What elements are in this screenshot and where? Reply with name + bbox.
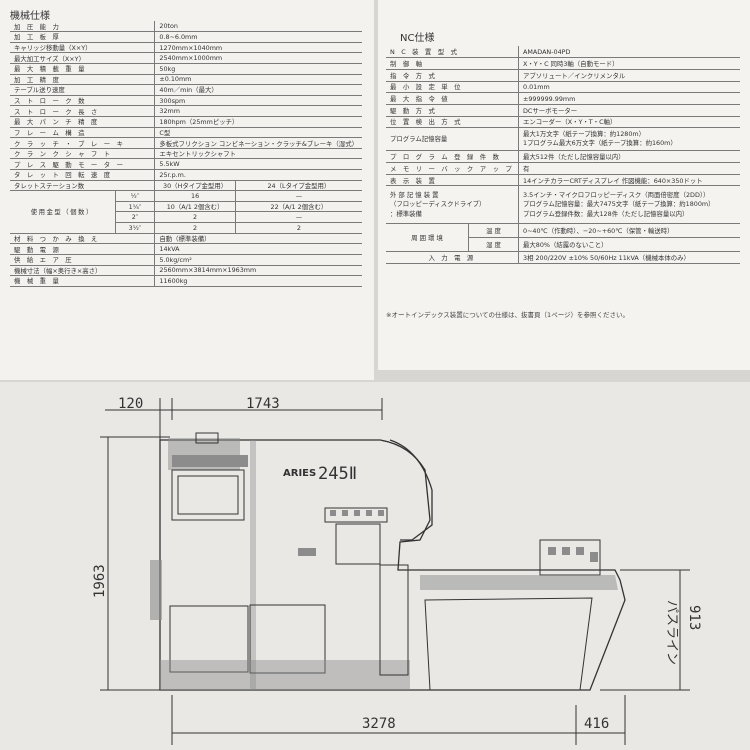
external-memory-row: 外 部 記 憶 装 置 （フロッピーディスクドライブ） ：標準装備 3.5インチ… bbox=[386, 185, 740, 225]
machine-body bbox=[150, 432, 626, 691]
dim-top-width: 1743 bbox=[246, 396, 280, 412]
brand-label: ARIES bbox=[283, 468, 316, 479]
tooling-label: 使用金型（個数） bbox=[10, 190, 116, 234]
dim-height: 1963 bbox=[92, 564, 108, 598]
top-dimension bbox=[105, 398, 383, 440]
model-label: 245Ⅱ bbox=[318, 464, 357, 484]
table-row: プ ロ グ ラ ム 登 録 件 数最大512件（ただし記憶容量以内） bbox=[386, 150, 740, 163]
machine-side-view: 120 1743 1963 bbox=[92, 396, 702, 745]
dim-bottom-right: 416 bbox=[584, 716, 609, 732]
pass-line-label: パスライン bbox=[664, 600, 679, 665]
table-row: ク ラ ッ チ ・ ブ レ ー キ多板式フリクション コンビネーション・クラッチ… bbox=[10, 137, 362, 149]
height-dimension bbox=[100, 436, 170, 691]
tooling-row: 1¼″ 10（A/1 2個含む） 22（A/1 2個含む） bbox=[10, 201, 362, 213]
tooling-row: 2″ 2 — bbox=[10, 211, 362, 224]
environment-row: 湿 度 最大80%（結露のないこと） bbox=[386, 237, 740, 253]
table-row: 最 大 指 令 値±999999.99mm bbox=[386, 92, 740, 105]
table-row: メ モ リ ー バ ッ ク ア ッ プ有 bbox=[386, 162, 740, 175]
table-row: キャリッジ移動量（X×Y）1270mm×1040mm bbox=[10, 42, 362, 54]
table-row: 最大加工サイズ（X×Y）2540mm×1000mm bbox=[10, 52, 362, 64]
footnote: ※オートインデックス装置についての仕様は、抜書頁（1ページ）を参照ください。 bbox=[386, 311, 630, 319]
program-capacity-row: プログラム記憶容量 最大1万文字（紙テープ換算：約1280m）1プログラム最大6… bbox=[386, 127, 740, 152]
table-row: 指 令 方 式アブソリュート／インクリメンタル bbox=[386, 69, 740, 82]
dim-bottom-length: 3278 bbox=[362, 716, 396, 732]
table-row: 位 置 検 出 方 式エンコーダー（X・Y・T・C軸） bbox=[386, 116, 740, 129]
tooling-row: 使用金型（個数） ½″ 16 — bbox=[10, 190, 362, 234]
table-row: 機械寸法（幅×奥行き×高さ）2560mm×3814mm×1963mm bbox=[10, 265, 362, 277]
machine-drawing: 120 1743 1963 bbox=[0, 382, 750, 750]
dim-top-left: 120 bbox=[118, 396, 143, 412]
table-row: ク ラ ン ク シ ャ フ トエキセントリックシャフト bbox=[10, 148, 362, 160]
bottom-dimension bbox=[171, 695, 626, 745]
tooling-row: 3½″ 2 2 bbox=[10, 222, 362, 234]
table-row: 材 料 つ か み 換 え自動（標準装備） bbox=[10, 233, 362, 245]
turret-row: タレットステーション数 30（Hタイプ金型用） 24（Lタイプ金型用） bbox=[10, 180, 362, 192]
table-row: 加 工 精 度±0.10mm bbox=[10, 74, 362, 86]
pass-line-dimension bbox=[600, 569, 690, 691]
nc-spec-title: NC仕様 bbox=[400, 33, 435, 44]
machine-spec-title: 機械仕様 bbox=[10, 11, 50, 22]
environment-row: 周 囲 環 境 温 度 0~40℃（作動時）、−20~+60℃（保管・輸送時） bbox=[386, 223, 740, 253]
turret-label: タレットステーション数 bbox=[10, 180, 155, 192]
dim-pass-line-height: 913 bbox=[686, 605, 702, 630]
